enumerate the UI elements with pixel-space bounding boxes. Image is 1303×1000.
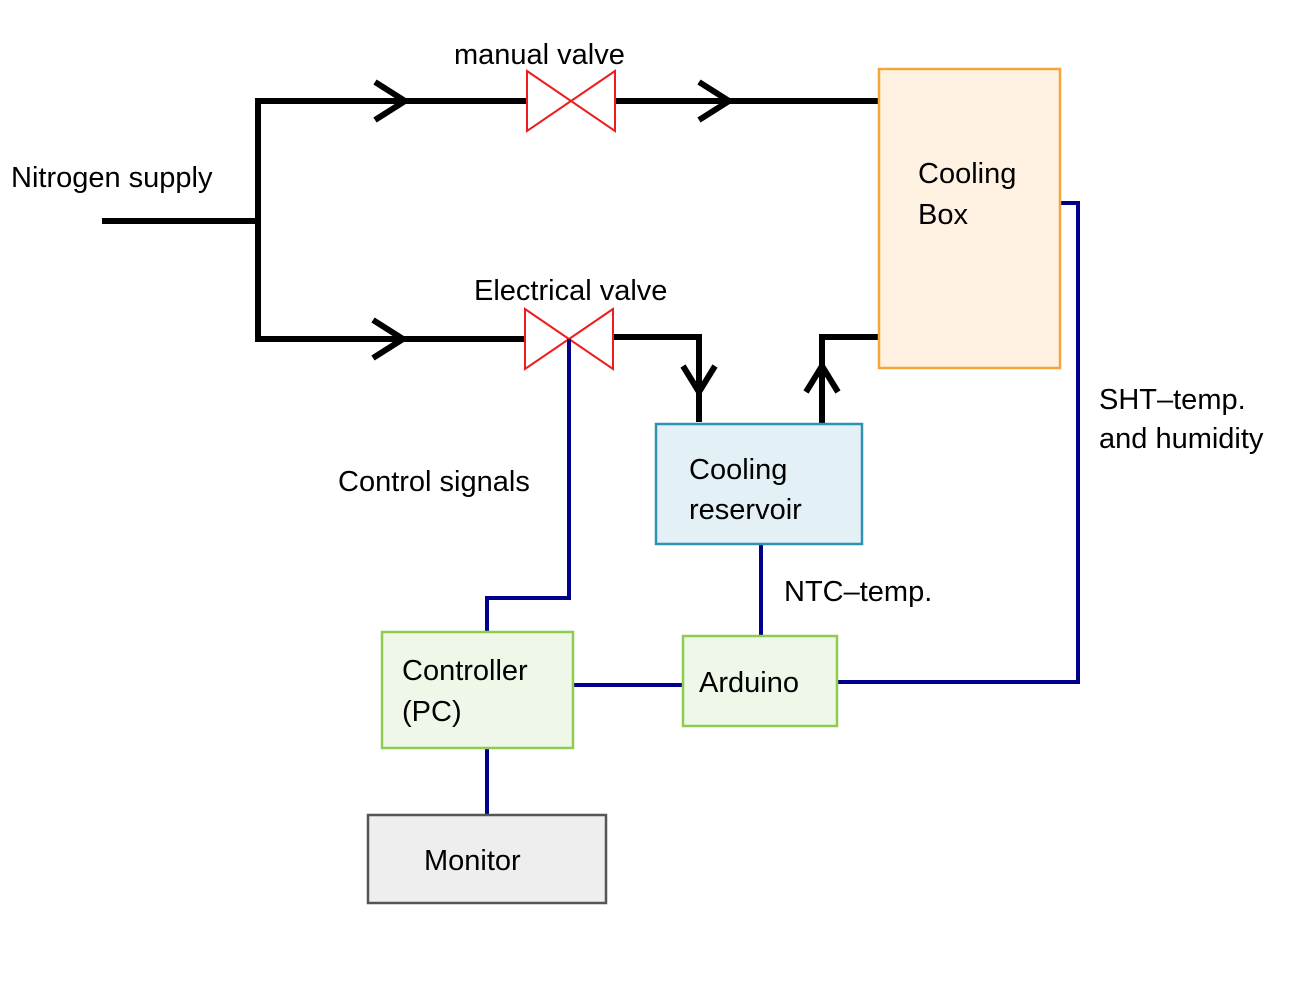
controller: Controller (PC): [380, 630, 575, 750]
cooling-reservoir-label-line1: Cooling: [689, 454, 787, 486]
sht-label-line2: and humidity: [1099, 423, 1264, 455]
monitor: Monitor: [366, 813, 608, 905]
cooling-box-rect: [877, 67, 1062, 370]
manual-valve-label: manual valve: [454, 39, 625, 71]
lower-pipe-to-reservoir: [612, 334, 702, 422]
controller-label-line1: Controller: [402, 655, 528, 687]
manual-valve-left: [526, 69, 573, 133]
arduino-rect: [681, 634, 839, 728]
manual-valve: [526, 69, 616, 133]
flow-arrows: [371, 79, 841, 398]
electrical-valve: [524, 307, 614, 371]
arduino-label: Arduino: [699, 667, 799, 699]
arrow-upper-2: [697, 79, 735, 123]
electrical-valve-right: [567, 307, 614, 371]
signal-wires: [485, 201, 1080, 815]
sht-label-line1: SHT–temp.: [1099, 384, 1246, 416]
electrical-valve-label: Electrical valve: [474, 275, 667, 307]
arduino: Arduino: [681, 634, 839, 728]
cooling-box-label-line1: Cooling: [918, 158, 1016, 190]
monitor-rect: [366, 813, 608, 905]
control-signals-label: Control signals: [338, 466, 530, 498]
cooling-box-label-line2: Box: [918, 199, 968, 231]
nitrogen-supply-label: Nitrogen supply: [11, 162, 213, 194]
monitor-label: Monitor: [424, 845, 521, 877]
controller-label-line2: (PC): [402, 696, 462, 728]
cooling-box: Cooling Box: [877, 67, 1062, 370]
control-signal-wire: [485, 339, 571, 632]
manual-valve-right: [569, 69, 616, 133]
cooling-reservoir: Cooling reservoir: [654, 422, 864, 546]
cooling-reservoir-rect: [654, 422, 864, 546]
controller-rect: [380, 630, 575, 750]
cooling-reservoir-label-line2: reservoir: [689, 494, 802, 526]
nitrogen-pipes: [102, 98, 879, 424]
ntc-temp-label: NTC–temp.: [784, 576, 932, 608]
return-pipe-to-box: [819, 334, 879, 424]
electrical-valve-left: [524, 307, 571, 371]
arrow-upper-1: [373, 79, 411, 123]
arrow-lower: [371, 317, 409, 361]
arrow-down-reservoir: [680, 364, 718, 398]
sht-sensor-wire: [837, 201, 1080, 684]
arrow-up-box: [803, 360, 841, 394]
